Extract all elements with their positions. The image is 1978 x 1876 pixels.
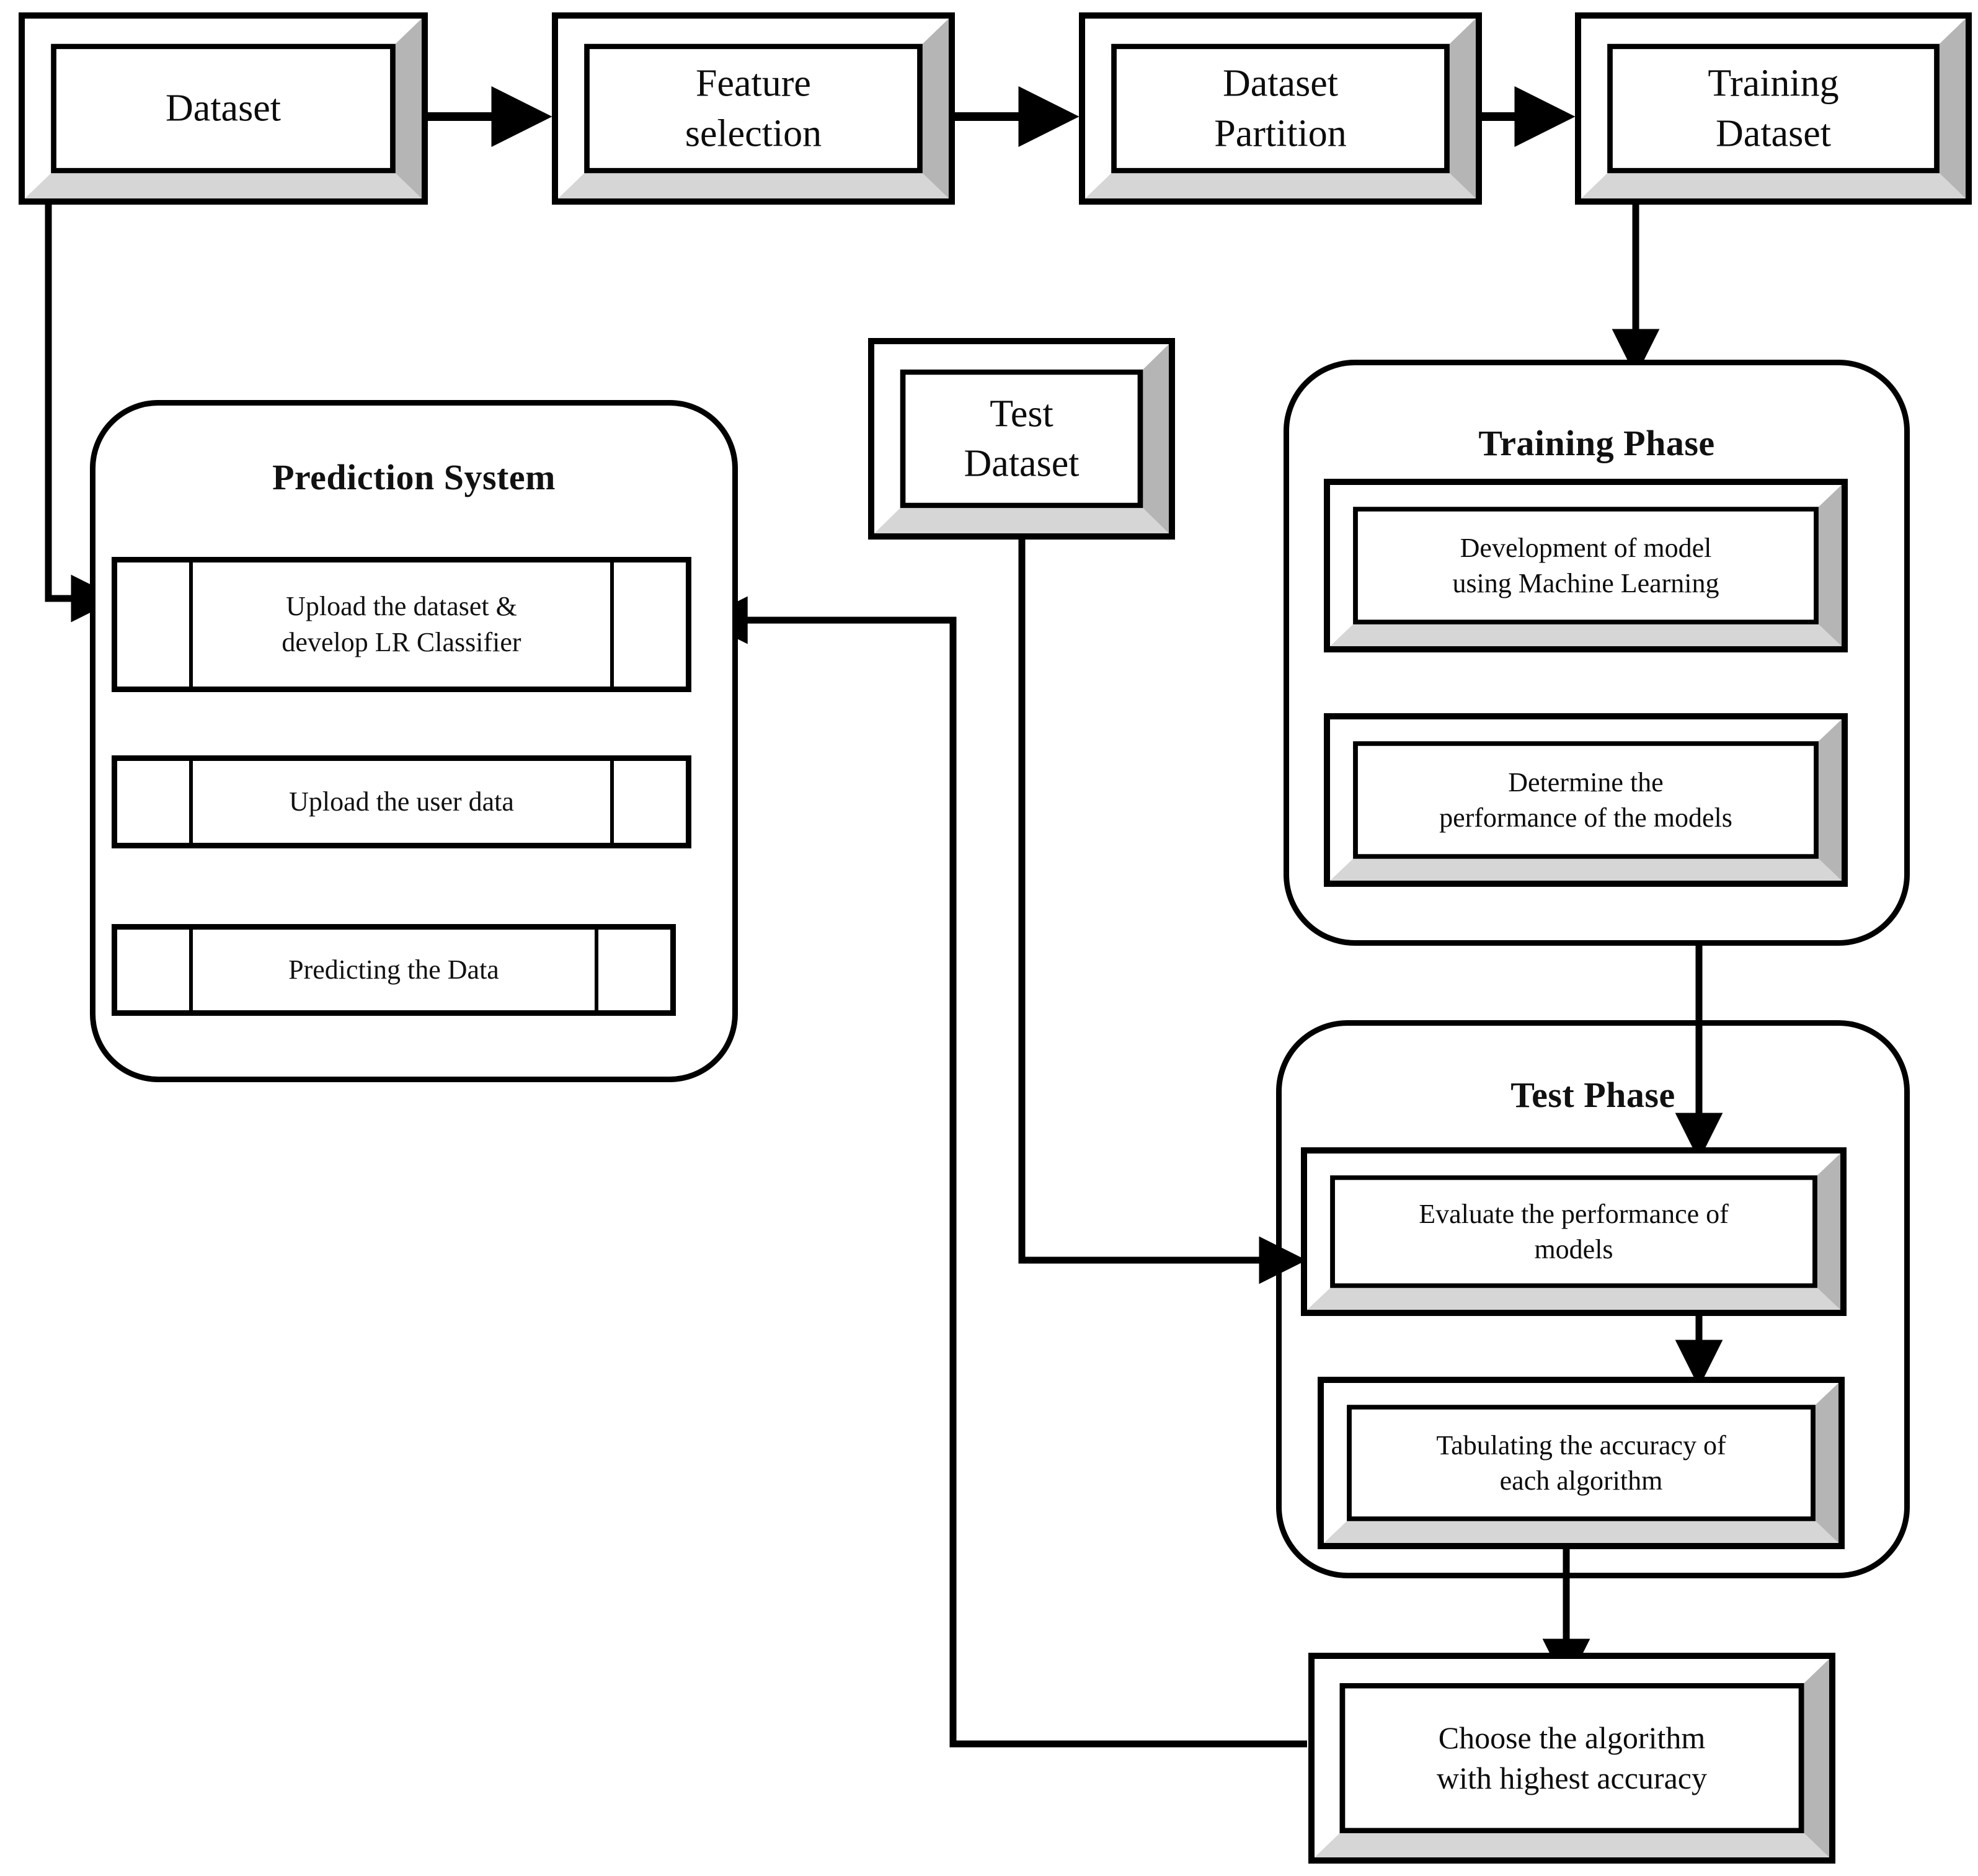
step-determine-performance[interactable]: Determine the performance of the models bbox=[1324, 713, 1848, 887]
line-1: Dataset bbox=[1223, 62, 1338, 105]
step-evaluate-performance[interactable]: Evaluate the performance of models bbox=[1301, 1147, 1847, 1316]
bevel-shading bbox=[1315, 1659, 1829, 1857]
line-2: each algorithm bbox=[1499, 1465, 1663, 1496]
line-2: Dataset bbox=[1716, 112, 1831, 154]
line-2: models bbox=[1534, 1234, 1613, 1265]
step-label: Development of model using Machine Learn… bbox=[1330, 530, 1842, 601]
node-test-dataset-label: Test Dataset bbox=[874, 389, 1169, 489]
bevel-shading bbox=[558, 19, 949, 198]
step-development-of-model[interactable]: Development of model using Machine Learn… bbox=[1324, 479, 1848, 652]
group-test-phase: Test Phase bbox=[1276, 1020, 1910, 1578]
node-dataset-partition: Dataset Partition bbox=[1079, 12, 1482, 205]
node-dataset-label: Dataset bbox=[166, 87, 281, 130]
step-upload-user-data[interactable]: Upload the user data bbox=[112, 755, 691, 848]
line-1: Determine the bbox=[1508, 767, 1664, 798]
bevel-shading bbox=[1330, 485, 1842, 646]
step-label: Evaluate the performance of models bbox=[1307, 1196, 1840, 1267]
line-2: Dataset bbox=[964, 442, 1080, 485]
step-label: Tabulating the accuracy of each algorith… bbox=[1324, 1428, 1838, 1498]
left-bar bbox=[189, 930, 193, 1010]
node-choose-algorithm[interactable]: Choose the algorithm with highest accura… bbox=[1308, 1653, 1835, 1864]
step-label: Upload the dataset & develop LR Classifi… bbox=[117, 562, 686, 687]
line-1: Upload the dataset & bbox=[286, 590, 517, 621]
node-test-dataset: Test Dataset bbox=[868, 338, 1175, 540]
line-2: using Machine Learning bbox=[1452, 568, 1719, 598]
right-bar bbox=[610, 562, 614, 687]
right-bar bbox=[610, 761, 614, 843]
line-1: Evaluate the performance of bbox=[1419, 1198, 1729, 1229]
bevel-shading bbox=[874, 344, 1169, 533]
left-bar bbox=[189, 761, 193, 843]
line-1: Feature bbox=[696, 62, 811, 105]
line-2: selection bbox=[685, 112, 822, 154]
line-1: Development of model bbox=[1460, 532, 1712, 563]
group-prediction-system-title: Prediction System bbox=[272, 457, 556, 497]
line-1: Training bbox=[1708, 62, 1839, 105]
node-dataset-partition-label: Dataset Partition bbox=[1085, 58, 1476, 158]
bevel-shading bbox=[1581, 19, 1966, 198]
line-2: with highest accuracy bbox=[1437, 1761, 1707, 1795]
step-label: Upload the user data bbox=[117, 761, 686, 843]
line-2: performance of the models bbox=[1439, 802, 1732, 833]
node-training-dataset: Training Dataset bbox=[1575, 12, 1972, 205]
edge-test-dataset-to-evaluate bbox=[1018, 538, 1307, 1284]
node-feature-selection-label: Feature selection bbox=[558, 58, 949, 158]
bevel-shading bbox=[1085, 19, 1476, 198]
line-1: Tabulating the accuracy of bbox=[1436, 1429, 1726, 1460]
step-label: Determine the performance of the models bbox=[1330, 765, 1842, 835]
bevel-shading bbox=[25, 19, 422, 198]
line-2: Partition bbox=[1214, 112, 1347, 154]
node-dataset: Dataset bbox=[19, 12, 428, 205]
line-1: Upload the user data bbox=[289, 786, 514, 817]
group-test-phase-title: Test Phase bbox=[1510, 1075, 1675, 1115]
line-1: Test bbox=[990, 392, 1053, 435]
edge-choose-to-prediction-system bbox=[699, 596, 1307, 1748]
line-1: Predicting the Data bbox=[288, 954, 499, 985]
bevel-shading bbox=[1307, 1154, 1840, 1310]
step-tabulating-accuracy[interactable]: Tabulating the accuracy of each algorith… bbox=[1318, 1377, 1845, 1549]
edge-dataset-to-prediction-system bbox=[45, 205, 119, 623]
step-label: Predicting the Data bbox=[117, 930, 670, 1010]
step-predicting-the-data[interactable]: Predicting the Data bbox=[112, 924, 676, 1016]
right-bar bbox=[595, 930, 598, 1010]
step-upload-dataset-develop-classifier[interactable]: Upload the dataset & develop LR Classifi… bbox=[112, 557, 691, 692]
bevel-shading bbox=[1330, 719, 1842, 881]
bevel-shading bbox=[1324, 1383, 1838, 1543]
line-2: develop LR Classifier bbox=[282, 627, 521, 657]
node-training-dataset-label: Training Dataset bbox=[1581, 58, 1966, 158]
node-choose-algorithm-label: Choose the algorithm with highest accura… bbox=[1315, 1718, 1829, 1798]
group-training-phase-title: Training Phase bbox=[1478, 423, 1715, 463]
line-1: Choose the algorithm bbox=[1438, 1720, 1706, 1755]
left-bar bbox=[189, 562, 193, 687]
node-feature-selection: Feature selection bbox=[552, 12, 955, 205]
